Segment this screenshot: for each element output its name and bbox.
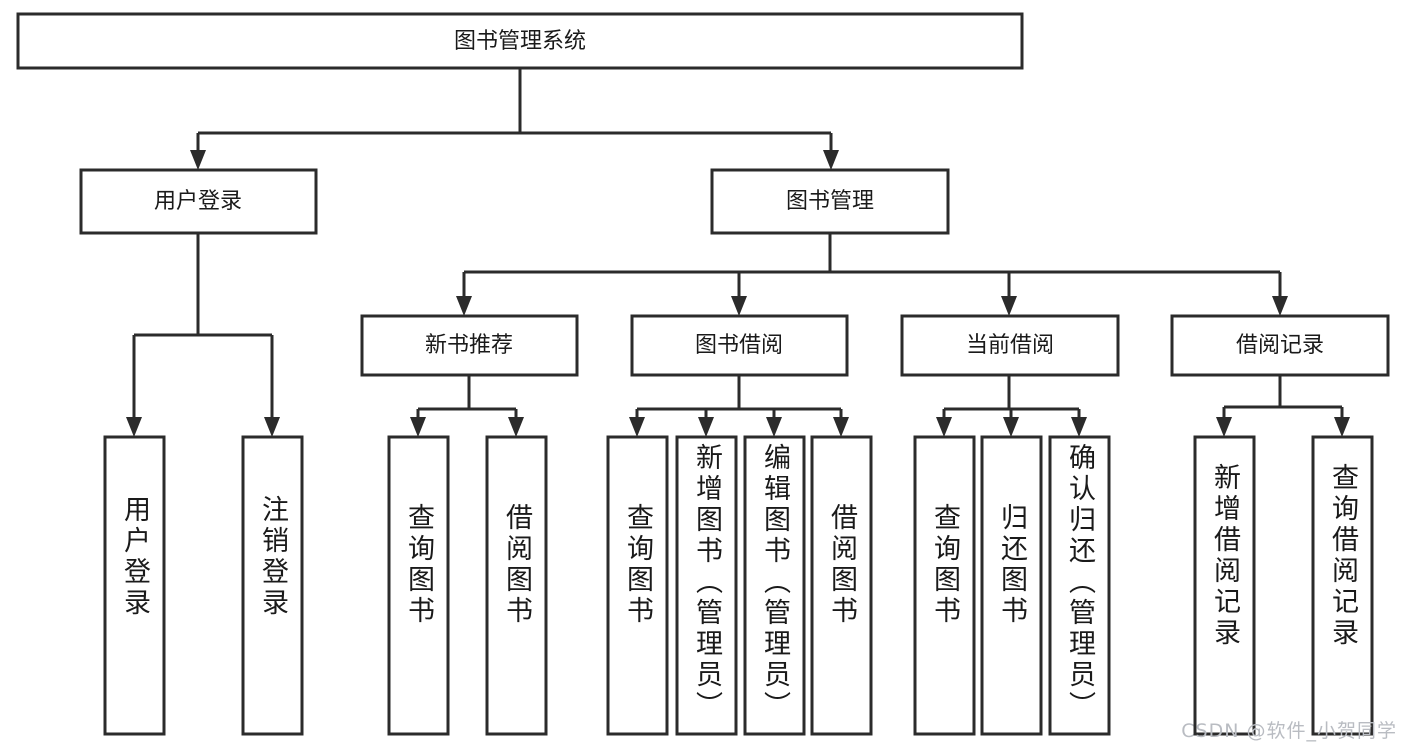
leaf-box-add-book[interactable] [675, 435, 738, 736]
arrowhead-leaf-add-record [1216, 417, 1232, 437]
csdn-watermark: CSDN @软件_小贺同学 [1181, 720, 1397, 742]
node-borrow-record-box[interactable] [1170, 314, 1390, 377]
arrowhead-borrow-record [1272, 296, 1288, 316]
node-borrow-record[interactable]: 借阅记录 [1170, 314, 1390, 377]
arrowhead-leaf-query-book-3 [936, 417, 952, 437]
node-user-login-label: 用户登录 [154, 189, 242, 214]
node-user-login[interactable]: 用户登录 [79, 168, 318, 235]
node-book-borrow[interactable]: 图书借阅 [630, 314, 849, 377]
node-book-management-box[interactable] [710, 168, 950, 235]
leaf-box-edit-book[interactable] [743, 435, 806, 736]
leaf-box-borrow-book-2[interactable] [810, 435, 873, 736]
arrowhead-leaf-logout [264, 417, 280, 437]
node-borrow-record-label: 借阅记录 [1236, 333, 1324, 358]
node-new-book-recommend[interactable]: 新书推荐 [360, 314, 579, 377]
arrowhead-current-borrow [1001, 296, 1017, 316]
leaf-box-logout[interactable] [241, 435, 304, 736]
connector-book-borrow-bus [637, 375, 841, 411]
arrowhead-book-borrow [731, 296, 747, 316]
node-new-book-recommend-label: 新书推荐 [425, 333, 513, 358]
arrowhead-leaf-query-record [1334, 417, 1350, 437]
arrowhead-leaf-borrow-book-2 [833, 417, 849, 437]
arrowhead-book-mgmt [823, 150, 839, 170]
node-book-management-label: 图书管理 [786, 189, 874, 214]
connector-borrow-record-bus [1224, 375, 1342, 409]
leaf-box-confirm-return[interactable] [1048, 435, 1111, 736]
leaf-box-query-record[interactable] [1311, 435, 1374, 736]
connector-book-mgmt-bus [464, 233, 1280, 274]
connector-new-book-bus [418, 375, 516, 411]
arrowhead-leaf-query-book-2 [629, 417, 645, 437]
node-current-borrow[interactable]: 当前借阅 [900, 314, 1120, 377]
arrowhead-leaf-borrow-book-1 [508, 417, 524, 437]
arrowhead-leaf-query-book-1 [410, 417, 426, 437]
arrowhead-leaf-user-login [126, 417, 142, 437]
node-user-login-box[interactable] [79, 168, 318, 235]
connector-user-login-bus [134, 233, 272, 337]
node-root-label: 图书管理系统 [454, 29, 586, 54]
leaf-box-borrow-book-1[interactable] [485, 435, 548, 736]
connector-group [126, 68, 1350, 437]
arrowhead-user-login [190, 150, 206, 170]
node-book-borrow-label: 图书借阅 [695, 333, 783, 358]
leaf-box-query-book-2[interactable] [606, 435, 669, 736]
arrowhead-leaf-confirm-return [1071, 417, 1087, 437]
leaf-box-query-book-3[interactable] [913, 435, 976, 736]
node-root[interactable]: 图书管理系统 [16, 12, 1024, 70]
arrowhead-leaf-add-book [698, 417, 714, 437]
node-current-borrow-box[interactable] [900, 314, 1120, 377]
leaf-box-add-record[interactable] [1193, 435, 1256, 736]
node-root-box[interactable] [16, 12, 1024, 70]
leaf-box-return-book[interactable] [980, 435, 1043, 736]
arrowhead-leaf-edit-book [766, 417, 782, 437]
leaf-box-user-login[interactable] [103, 435, 166, 736]
arrowhead-new-book [456, 296, 472, 316]
node-book-borrow-box[interactable] [630, 314, 849, 377]
leaf-box-query-book-1[interactable] [387, 435, 450, 736]
node-book-management[interactable]: 图书管理 [710, 168, 950, 235]
connector-current-borrow-bus [944, 375, 1079, 411]
node-current-borrow-label: 当前借阅 [966, 333, 1054, 358]
node-new-book-recommend-box[interactable] [360, 314, 579, 377]
connector-root-bus [198, 68, 831, 135]
arrowhead-leaf-return-book [1003, 417, 1019, 437]
leaf-box-group [103, 435, 1374, 736]
